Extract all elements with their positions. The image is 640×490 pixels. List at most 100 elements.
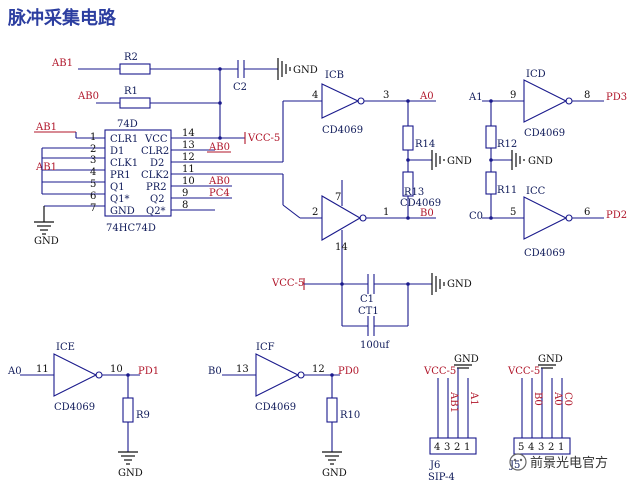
label-r1: R1 bbox=[124, 86, 138, 97]
label-r14: R14 bbox=[415, 139, 435, 150]
gnd-symbol-left: GND bbox=[34, 205, 62, 247]
gate-icb-in-pin: 4 bbox=[312, 90, 318, 101]
j6-part: SIP-4 bbox=[428, 472, 455, 483]
net-label-a0-icb: A0 bbox=[419, 91, 434, 102]
label-r10: R10 bbox=[340, 410, 360, 421]
j6-ref: J6 bbox=[429, 460, 440, 471]
gnd-symbol-c1: GND bbox=[431, 273, 472, 295]
capacitor-ct1: CT1 100uf bbox=[342, 306, 408, 351]
gnd-symbol-r11: GND bbox=[511, 150, 553, 170]
pin-name-q1n: Q1* bbox=[110, 194, 130, 205]
net-label-vcc5-ic74: VCC-5 bbox=[247, 133, 280, 144]
j6-b1-label: AB1 bbox=[448, 391, 459, 413]
gnd-symbol-c2: GND bbox=[277, 58, 318, 80]
gate-icc-out-pin: 6 bbox=[584, 207, 590, 218]
gate-icd-ref: ICD bbox=[526, 69, 546, 80]
j5-gnd-label: GND bbox=[538, 354, 563, 365]
net-label-a0-ice: A0 bbox=[7, 366, 22, 377]
net-label-ab1-top: AB1 bbox=[51, 58, 73, 69]
net-label-b0-ica: B0 bbox=[420, 208, 434, 219]
pin-num-4: 4 bbox=[90, 167, 96, 178]
resistor-r14 bbox=[402, 125, 414, 151]
label-r13: R13 bbox=[404, 187, 424, 198]
pin-name-vcc: VCC bbox=[144, 134, 168, 145]
pin-num-3: 3 bbox=[90, 155, 96, 166]
j6-pin-1: 1 bbox=[464, 442, 470, 453]
j5-ref: J5 bbox=[509, 460, 520, 471]
connector-j6: VCC-5 GND AB1 A1 4 3 2 1 J6 SIP-4 bbox=[423, 354, 479, 483]
gate-icf-ref: ICF bbox=[256, 342, 275, 353]
pin-num-5: 5 bbox=[90, 179, 96, 190]
resistor-r1 bbox=[119, 97, 151, 109]
pin-name-clr1: CLR1 bbox=[110, 134, 138, 145]
j5-a0-label: A0 bbox=[552, 391, 563, 406]
label-r9: R9 bbox=[136, 410, 150, 421]
gate-ica-gnd-pin: 7 bbox=[335, 192, 341, 203]
resistor-r12 bbox=[485, 125, 497, 149]
gate-icb-part: CD4069 bbox=[322, 125, 363, 136]
pin-num-2: 2 bbox=[90, 144, 96, 155]
gate-icd: ICD CD4069 9 8 PD3 bbox=[510, 69, 627, 139]
j5-pin-4: 4 bbox=[528, 442, 534, 453]
j5-pin-2: 2 bbox=[548, 442, 554, 453]
net-label-pd2: PD2 bbox=[606, 210, 627, 221]
ic-74hc74d-ref: 74D bbox=[117, 119, 138, 130]
gate-icc-in-pin: 5 bbox=[510, 207, 516, 218]
j6-gnd-label: GND bbox=[454, 354, 479, 365]
pin-name-d1: D1 bbox=[110, 146, 124, 157]
page-title: 脉冲采集电路 bbox=[7, 7, 117, 29]
gate-icb-out-pin: 3 bbox=[383, 90, 389, 101]
gnd-label-r10: GND bbox=[322, 468, 347, 479]
net-label-c0-icc: C0 bbox=[469, 211, 483, 222]
pin-num-6: 6 bbox=[90, 191, 96, 202]
ic-74hc74d-part: 74HC74D bbox=[106, 223, 156, 234]
pin-num-13: 13 bbox=[182, 140, 195, 151]
j5-pin-3: 3 bbox=[538, 442, 544, 453]
capacitor-c1: C1 bbox=[360, 274, 375, 305]
j6-pin-3: 3 bbox=[444, 442, 450, 453]
label-ct1-value: 100uf bbox=[360, 340, 391, 351]
pin-name-clr2: CLR2 bbox=[141, 146, 169, 157]
gnd-label-r13: GND bbox=[447, 156, 472, 167]
gate-icb: ICB CD4069 4 3 A0 bbox=[312, 70, 436, 136]
gate-icf-in-pin: 13 bbox=[236, 364, 249, 375]
label-r11: R11 bbox=[497, 185, 517, 196]
pin-num-11: 11 bbox=[182, 164, 195, 175]
net-label-pd0: PD0 bbox=[338, 366, 359, 377]
net-label-pc4: PC4 bbox=[209, 188, 230, 199]
pin-num-14: 14 bbox=[182, 128, 195, 139]
net-label-vcc5-mid: VCC-5 bbox=[271, 278, 304, 289]
pin-name-q1: Q1 bbox=[110, 182, 125, 193]
resistor-r11 bbox=[485, 171, 497, 195]
net-label-pd3: PD3 bbox=[606, 92, 627, 103]
pin-name-clk1: CLK1 bbox=[110, 158, 138, 169]
gate-ica-out-pin: 1 bbox=[383, 207, 389, 218]
j6-a1-label: A1 bbox=[468, 391, 479, 406]
j5-c0-label: C0 bbox=[562, 392, 573, 406]
gnd-symbol-r9: GND bbox=[118, 451, 143, 479]
pin-name-q2n: Q2* bbox=[146, 206, 166, 217]
gate-icb-ref: ICB bbox=[325, 70, 344, 81]
gate-ice: ICE CD4069 11 10 PD1 bbox=[36, 342, 159, 413]
net-label-pd1: PD1 bbox=[138, 366, 159, 377]
label-ct1: CT1 bbox=[358, 306, 379, 317]
gnd-symbol-r13: GND bbox=[431, 150, 472, 170]
gate-ice-in-pin: 11 bbox=[36, 364, 49, 375]
net-label-ab0-right: AB0 bbox=[208, 142, 230, 153]
gate-ica-part: CD4069 bbox=[400, 198, 441, 209]
pin-name-d2: D2 bbox=[150, 158, 164, 169]
gate-icc-ref: ICC bbox=[526, 186, 546, 197]
j5-pin-5: 5 bbox=[518, 442, 524, 453]
pin-name-clk2: CLK2 bbox=[141, 170, 169, 181]
ic-74hc74d-right-pins: 14 13 12 11 10 9 8 VCC CLR2 D2 CLK2 PR2 … bbox=[141, 128, 245, 217]
pin-num-1: 1 bbox=[90, 132, 96, 143]
pin-name-gnd: GND bbox=[110, 206, 135, 217]
gate-ica-vcc-pin: 14 bbox=[335, 242, 348, 253]
connector-j6-body bbox=[429, 437, 477, 455]
pin-num-10: 10 bbox=[182, 176, 195, 187]
gnd-label-r11: GND bbox=[528, 156, 553, 167]
ic-74hc74d-left-pins: 1 2 3 4 5 6 7 CLR1 D1 CLK1 PR1 Q1 Q1* GN… bbox=[42, 132, 138, 217]
net-label-ab0-pr2: AB0 bbox=[208, 176, 230, 187]
ic-74hc74d: 74D 74HC74D 1 2 3 4 5 6 7 CLR1 D1 CLK1 P… bbox=[42, 119, 245, 234]
watermark-text: 前景光电官方 bbox=[530, 455, 608, 471]
